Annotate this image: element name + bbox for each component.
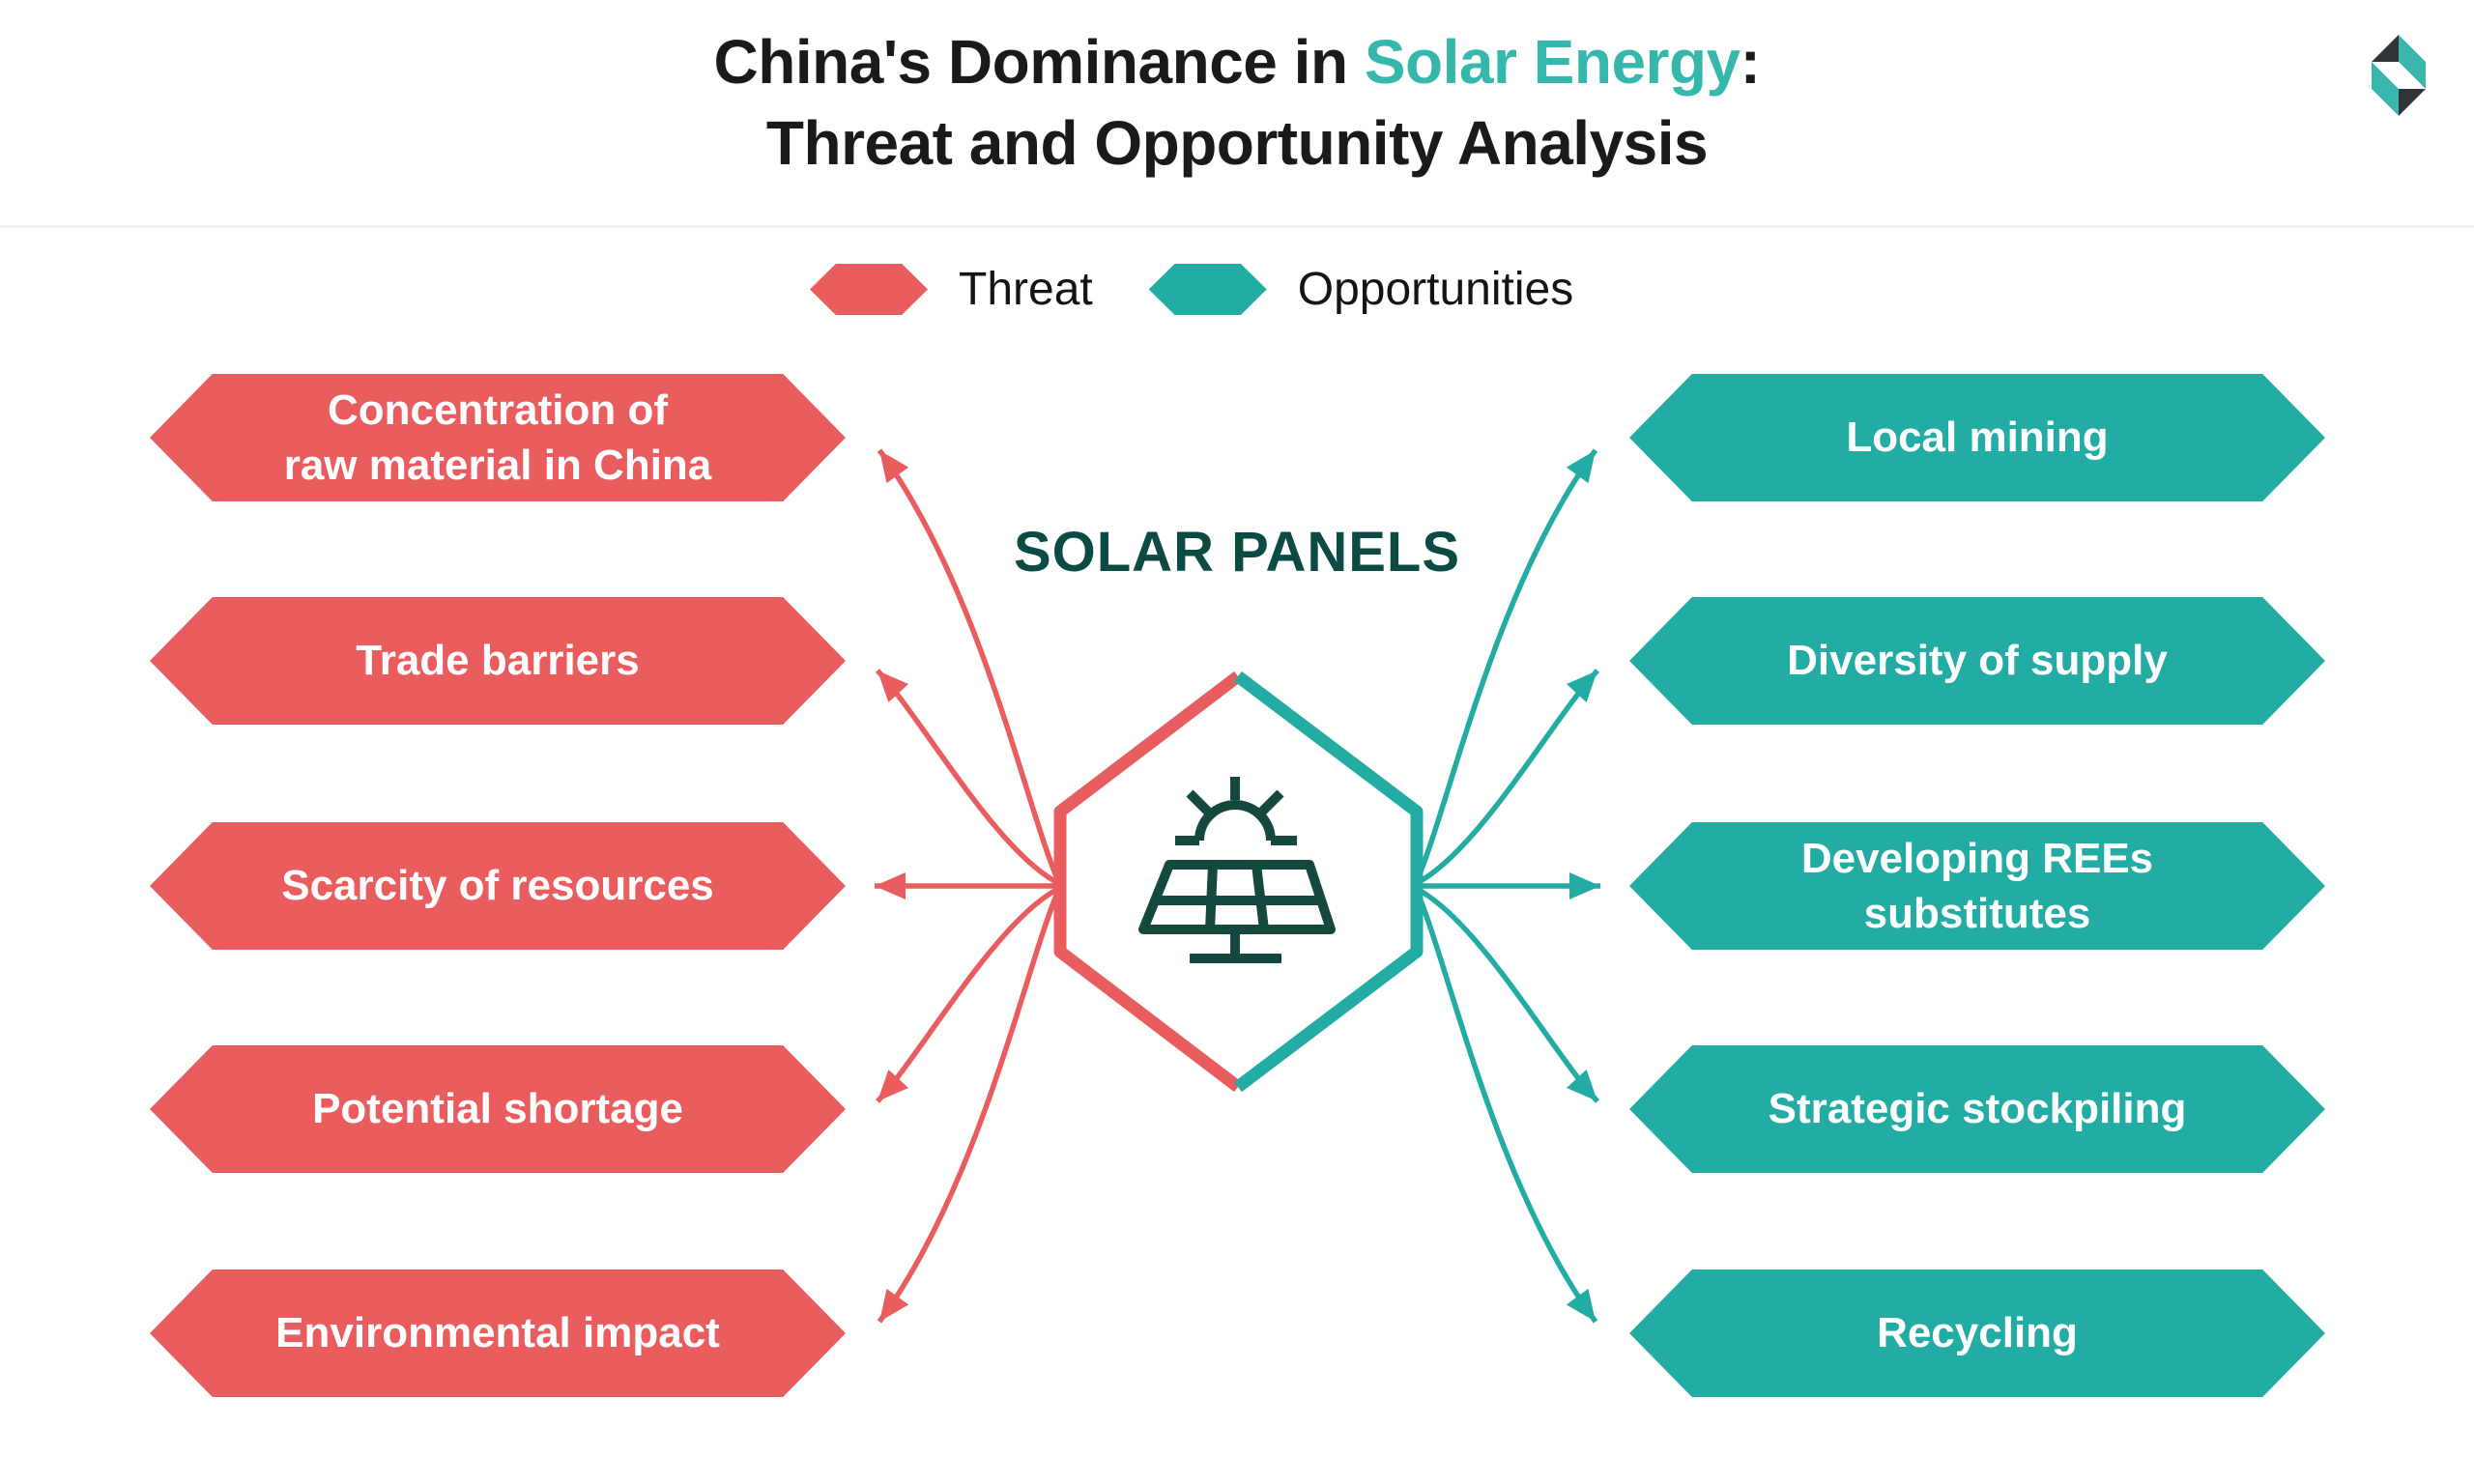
legend: Threat Opportunities xyxy=(810,263,1573,316)
arrow-to-opportunity-1 xyxy=(1414,448,1598,883)
center-hexagon-right-border xyxy=(1234,671,1424,1093)
title-line-2: Threat and Opportunity Analysis xyxy=(765,108,1709,179)
legend-threat-swatch-hexagon xyxy=(810,264,928,315)
title-line1-prefix: China's Dominance in xyxy=(713,27,1365,97)
title-line-1: China's Dominance in Solar Energy: xyxy=(0,21,2474,102)
legend-opportunities-swatch-hexagon xyxy=(1148,264,1267,315)
legend-opportunities-label: Opportunities xyxy=(1297,264,1574,315)
opportunity-banner-5: Recycling xyxy=(1629,1270,2325,1397)
center-hexagon-left-border xyxy=(1053,671,1242,1093)
page-title: China's Dominance in Solar Energy: Threa… xyxy=(0,21,2474,185)
center-label: SOLAR PANELS xyxy=(1013,521,1461,584)
header-divider xyxy=(0,225,2474,228)
arrow-to-threat-4 xyxy=(875,886,1060,1103)
title-line1-suffix: : xyxy=(1740,27,1761,97)
arrow-to-opportunity-4 xyxy=(1415,886,1600,1103)
threat-banner-4: Potential shortage xyxy=(150,1045,846,1173)
opportunity-banner-2: Diversity of supply xyxy=(1629,597,2325,725)
threat-banner-2: Trade barriers xyxy=(150,597,846,725)
arrow-to-threat-1 xyxy=(877,448,1061,883)
threat-banner-5: Environmental impact xyxy=(150,1270,846,1397)
arrow-to-threat-5 xyxy=(877,889,1061,1324)
threat-banner-3: Scarcity of resources xyxy=(150,822,846,950)
title-line1-highlight: Solar Energy xyxy=(1364,27,1740,97)
opportunity-banner-4: Strategic stockpiling xyxy=(1629,1045,2325,1173)
arrow-to-opportunity-2 xyxy=(1415,669,1600,886)
arrow-to-threat-2 xyxy=(875,669,1060,886)
opportunity-banner-1: Local mining xyxy=(1629,374,2325,501)
arrow-to-opportunity-5 xyxy=(1414,889,1598,1324)
solar-panel-sun-icon xyxy=(1138,777,1336,963)
hexagon-cube-logo-icon xyxy=(2372,35,2426,116)
legend-threat-label: Threat xyxy=(959,264,1093,315)
